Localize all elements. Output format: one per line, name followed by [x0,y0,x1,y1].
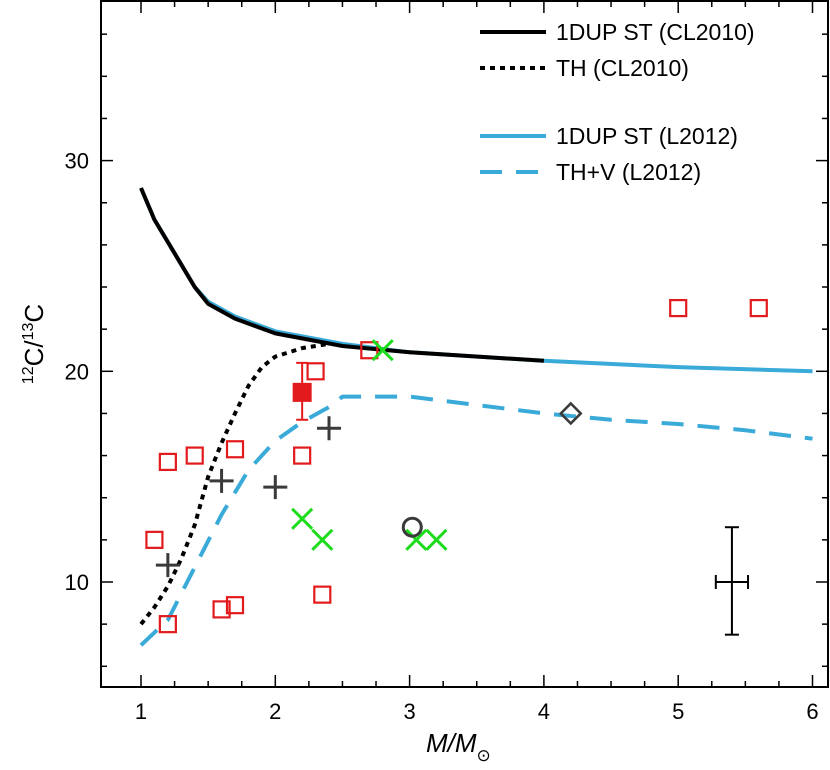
x-tick-label: 3 [403,699,415,724]
open-square-point [185,446,204,465]
open-square-point [749,298,768,318]
open-square-point [212,600,231,619]
y-tick-label: 20 [65,359,89,384]
x-axis-title: M/M⊙ [426,728,491,765]
model-curves [139,187,813,647]
legend-label: TH (CL2010) [556,55,689,81]
cross-point [371,339,394,362]
legend: 1DUP ST (CL2010) TH (CL2010) 1DUP ST (L201… [480,19,755,185]
cross-point [425,528,448,551]
open-square-point [225,596,245,615]
x-tick-label: 2 [269,699,281,724]
series-line-th-v-l2012- [139,394,813,647]
y-tick-label: 10 [65,570,89,595]
open-square-point [313,585,332,604]
cross-point [405,528,428,551]
open-square-point [669,298,688,318]
cross-point [291,507,314,530]
open-square-point [145,530,164,549]
legend-label: TH+V (L2012) [556,159,701,185]
cross-point [311,528,334,551]
legend-label: 1DUP ST (L2012) [556,123,738,149]
filled-square-point [292,382,312,402]
plus-point [263,475,288,500]
series-line-th-cl2010- [139,341,330,626]
open-square-point [158,452,177,472]
open-square-point [225,440,245,459]
plus-point [317,416,342,441]
plus-point [209,468,234,493]
data-markers [145,298,768,636]
circle-point [401,516,423,538]
open-square-point [360,341,379,360]
axis-ticks: 1 2 3 4 5 6 10 20 30 [65,1,828,724]
plus-point [155,553,180,578]
x-tick-label: 5 [672,699,684,724]
y-axis-title: 12C/13C [19,304,49,384]
legend-label: 1DUP ST (CL2010) [556,19,755,45]
open-square-point [306,362,325,381]
plot-frame [100,0,829,688]
x-tick-label: 1 [135,699,147,724]
diamond-point [558,401,583,426]
x-tick-label: 4 [538,699,550,724]
open-square-point [158,615,177,634]
y-tick-label: 30 [65,149,89,174]
series-line-1dup-st-cl2010- [139,187,545,363]
x-tick-label: 6 [806,699,818,724]
open-square-point [293,446,312,465]
series-line-1dup-st-l2012- [139,187,813,374]
